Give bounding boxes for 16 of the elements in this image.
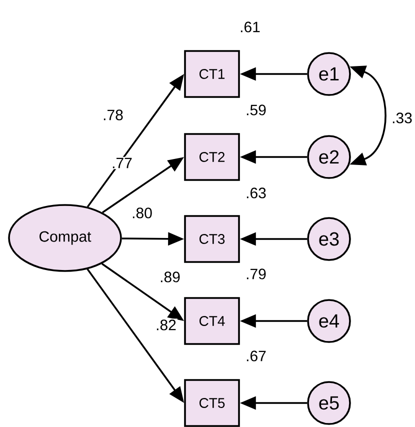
observed-box: CT2 [184,133,240,181]
correlation-value: .67 [246,350,266,362]
edge-label: .33 [390,112,414,124]
correlation-value: .79 [246,268,266,280]
edge-label: .82 [154,318,178,332]
observed-box: CT5 [184,379,240,427]
edge-label: .78 [102,108,124,122]
correlation-value: .63 [246,188,266,198]
correlation-value: .61 [240,22,260,32]
observed-box: CT1 [184,50,240,98]
edge-label: .77 [110,156,134,170]
correlation-value: .59 [246,104,266,116]
edge-label: .80 [130,206,154,220]
observed-box: CT3 [184,215,240,263]
observed-box: CT4 [184,297,240,345]
edge-label: .89 [158,270,182,284]
